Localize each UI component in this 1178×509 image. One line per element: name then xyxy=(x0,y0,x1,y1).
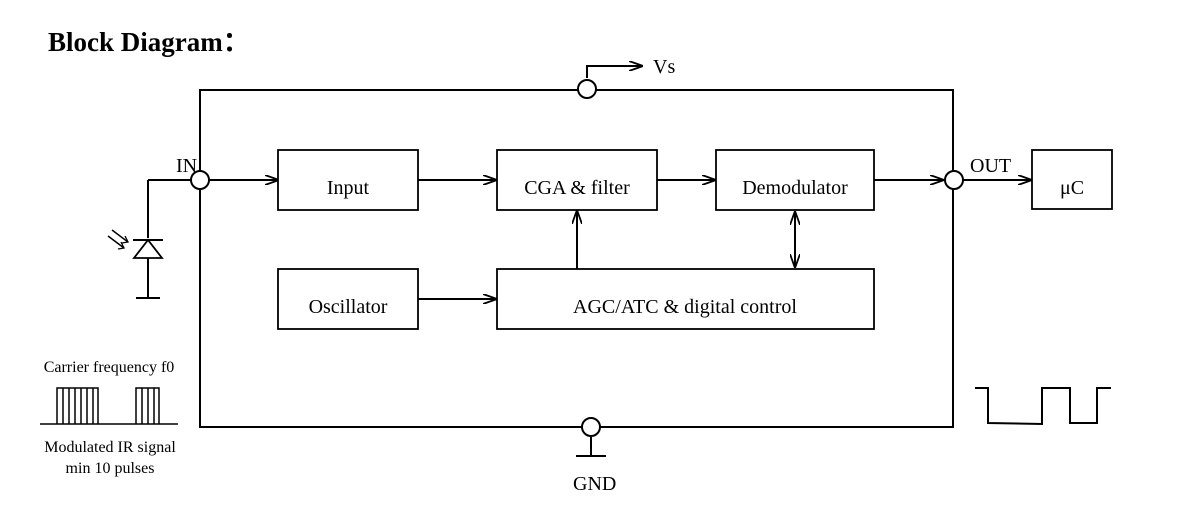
out-pin: OUT xyxy=(944,155,1031,190)
gnd-pin: GND xyxy=(573,417,616,495)
photodiode-icon xyxy=(107,229,164,299)
in-label: IN xyxy=(176,155,197,177)
demodulator-block: Demodulator xyxy=(715,149,875,211)
cga-filter-block: CGA & filter xyxy=(496,149,658,211)
carrier-frequency-label: Carrier frequency f0 xyxy=(44,359,175,376)
microcontroller-block: μC xyxy=(1031,149,1113,210)
vs-label: Vs xyxy=(653,56,675,78)
oscillator-block: Oscillator xyxy=(277,268,419,330)
agc-atc-block: AGC/ATC & digital control xyxy=(496,268,875,330)
input-block-label: Input xyxy=(327,177,370,199)
diagram-title: Block Diagram： xyxy=(48,27,250,57)
in-pin: IN xyxy=(147,155,278,238)
ir-signal-waveform xyxy=(40,387,178,425)
cga-filter-block-label: CGA & filter xyxy=(524,177,630,199)
out-label: OUT xyxy=(970,155,1011,177)
demodulator-block-label: Demodulator xyxy=(742,177,848,199)
agc-atc-block-label: AGC/ATC & digital control xyxy=(573,296,797,318)
vs-pin: Vs xyxy=(577,56,675,99)
microcontroller-block-label: μC xyxy=(1060,177,1084,199)
input-block: Input xyxy=(277,149,419,211)
ic-outline xyxy=(199,89,954,428)
modulated-signal-label-line2: min 10 pulses xyxy=(66,460,155,477)
modulated-signal-label-line1: Modulated IR signal xyxy=(44,439,176,456)
oscillator-block-label: Oscillator xyxy=(309,296,388,318)
output-waveform xyxy=(975,387,1111,426)
gnd-label: GND xyxy=(573,473,616,495)
